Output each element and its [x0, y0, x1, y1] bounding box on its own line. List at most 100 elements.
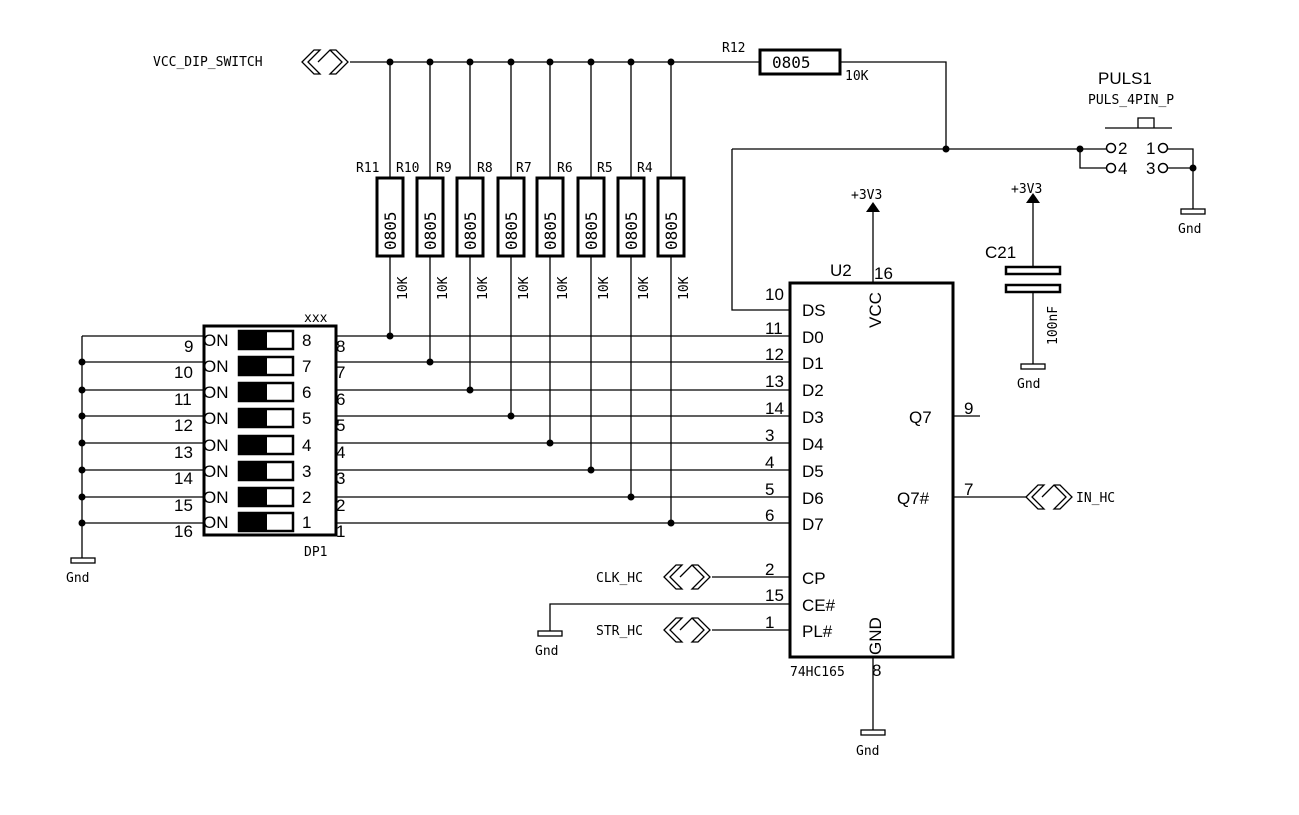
u2-pin-num: 3 — [765, 426, 774, 445]
svg-text:3: 3 — [1146, 159, 1155, 178]
port-arrow-symbol — [663, 617, 711, 643]
gnd-label: Gnd — [1178, 222, 1201, 237]
u2-pin-num: 7 — [964, 480, 973, 499]
u2-pin-name: PL# — [802, 622, 833, 641]
u2-output-wires — [953, 415, 1026, 498]
dip-left-pin: 11 — [174, 390, 192, 409]
u2-pin-name: Q7 — [909, 408, 932, 427]
svg-text:ON: ON — [203, 409, 229, 428]
gnd-label: Gnd — [535, 644, 558, 659]
in-hc-port: IN_HC — [1025, 484, 1115, 510]
r10-value: 10K — [436, 276, 451, 300]
dip-left-pin: 12 — [174, 416, 193, 435]
u2-pin-num: 6 — [765, 506, 774, 525]
dip-left-pin: 14 — [174, 469, 193, 488]
dip-right-pin: 8 — [336, 337, 345, 356]
r9-body — [455, 176, 485, 258]
u2-pin-num: 9 — [964, 399, 973, 418]
puls1-part: PULS_4PIN_P — [1088, 93, 1174, 108]
dip-gnd-junctions — [78, 358, 86, 527]
dip-switch-row: ON 8 — [203, 329, 311, 351]
u2-pin-name: Q7# — [897, 489, 930, 508]
r4-body — [656, 176, 686, 258]
port-arrow-symbol — [301, 49, 349, 75]
ground-symbol: Gnd — [535, 630, 563, 659]
dip-switch-row: ON 5 — [203, 407, 311, 429]
pullup-resistor-r10: R10 0805 10K — [396, 62, 451, 362]
dip-right-pin: 5 — [336, 416, 345, 435]
u2-pin-num: 13 — [765, 372, 784, 391]
svg-text:8: 8 — [302, 331, 311, 350]
u2-pin-name: CP — [802, 569, 826, 588]
u2-pin-num: 4 — [765, 453, 774, 472]
pushbutton-puls1: PULS1 PULS_4PIN_P 2 4 1 3 — [1088, 69, 1174, 178]
r5-body — [616, 176, 646, 258]
u2-pin-num: 10 — [765, 285, 784, 304]
dip-left-pin: 16 — [174, 522, 193, 541]
u2-pin-num: 15 — [765, 586, 784, 605]
r12-body-label: 0805 — [772, 53, 811, 72]
dp1-body — [202, 324, 338, 537]
svg-text:5: 5 — [302, 409, 311, 428]
svg-text:ON: ON — [203, 331, 229, 350]
gnd-label: Gnd — [856, 744, 879, 759]
u2-pin-name: D2 — [802, 381, 824, 400]
u2-pin-name: D3 — [802, 408, 824, 427]
str-hc-port: STR_HC — [596, 617, 790, 643]
dp1-value: xxx — [304, 311, 328, 326]
r12-value: 10K — [845, 69, 869, 84]
u2-pin-num: 1 — [765, 613, 774, 632]
u2-pin-name: D1 — [802, 354, 824, 373]
dip-left-pin: 10 — [174, 363, 193, 382]
u2-part: 74HC165 — [790, 665, 845, 680]
r7-body — [535, 176, 565, 258]
dip-switch-row: ON 7 — [203, 355, 311, 377]
r11-value: 10K — [396, 276, 411, 300]
r9-body-label: 0805 — [461, 211, 480, 250]
r7-ref: R7 — [516, 161, 532, 176]
str-hc-label: STR_HC — [596, 624, 643, 639]
plus3v3-label: +3V3 — [1011, 182, 1042, 197]
r8-ref: R8 — [477, 161, 493, 176]
dip-left-pin: 15 — [174, 496, 193, 515]
u2-gnd-label: GND — [866, 617, 885, 655]
dip-right-pin: 4 — [336, 443, 345, 462]
puls1-wires — [1079, 148, 1194, 209]
pullup-resistor-r6: R6 0805 10K — [557, 62, 612, 470]
dip-gnd-wires — [81, 335, 204, 558]
dip-right-pin: 6 — [336, 390, 345, 409]
u2-vcc-pin: 16 — [874, 264, 893, 283]
ground-symbol: Gnd — [1017, 363, 1046, 392]
dip-right-pin: 7 — [336, 363, 345, 382]
r5-ref: R5 — [597, 161, 613, 176]
junction — [1076, 145, 1084, 153]
pullup-resistor-r11: R11 0805 10K — [356, 62, 411, 336]
r9-ref: R9 — [436, 161, 452, 176]
r8-body-label: 0805 — [502, 211, 521, 250]
u2-pin-name: D7 — [802, 515, 824, 534]
u2-pin-num: 11 — [765, 319, 783, 338]
u2-vcc-label: VCC — [866, 292, 885, 328]
puls1-ref: PULS1 — [1098, 69, 1152, 88]
c21-plate-top — [1004, 265, 1062, 276]
svg-text:2: 2 — [302, 488, 311, 507]
c21-plate-bottom — [1004, 283, 1062, 294]
r6-ref: R6 — [557, 161, 573, 176]
svg-text:4: 4 — [1118, 159, 1127, 178]
r4-body-label: 0805 — [662, 211, 681, 250]
u2-pin-num: 12 — [765, 345, 784, 364]
r4-value: 10K — [677, 276, 692, 300]
u2-pin-name: D4 — [802, 435, 824, 454]
u2-ref: U2 — [830, 261, 852, 280]
capacitor-c21: +3V3 C21 100nF — [985, 182, 1062, 364]
ground-symbol: Gnd — [66, 557, 96, 586]
u2-pin-name: D5 — [802, 462, 824, 481]
u2-pin-name: D0 — [802, 328, 824, 347]
r8-body — [496, 176, 526, 258]
vcc-dip-switch-port: VCC_DIP_SWITCH — [153, 49, 349, 75]
svg-text:7: 7 — [302, 357, 311, 376]
r4-ref: R4 — [637, 161, 653, 176]
r7-body-label: 0805 — [541, 211, 560, 250]
svg-text:ON: ON — [203, 383, 229, 402]
